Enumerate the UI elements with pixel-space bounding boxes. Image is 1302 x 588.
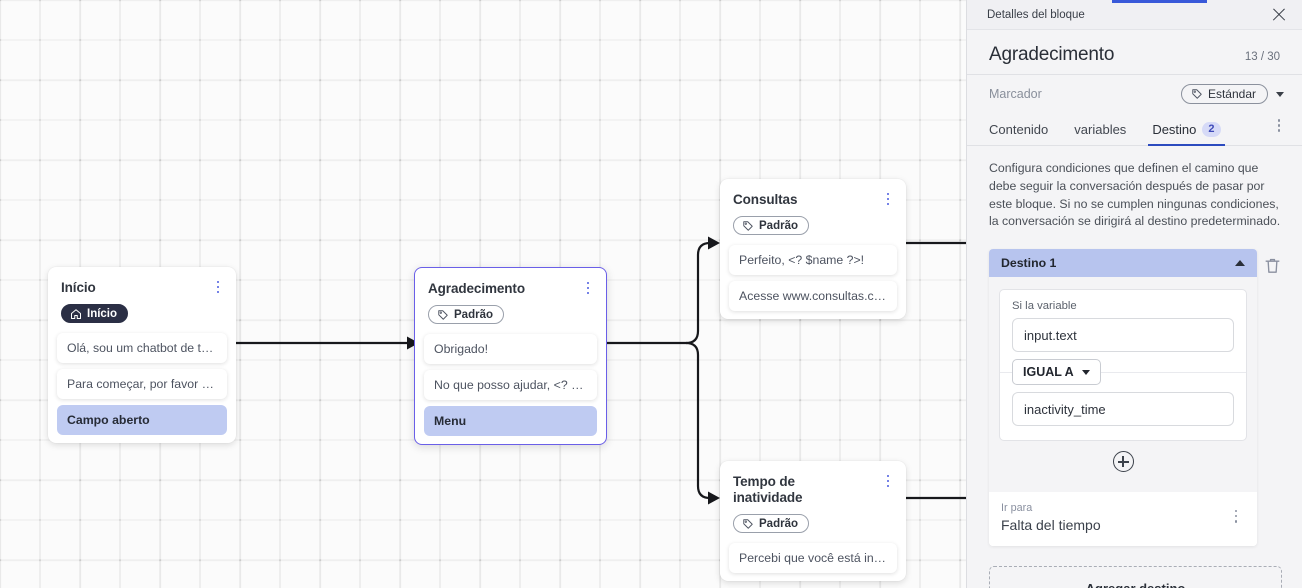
tag-icon xyxy=(438,309,448,320)
node-menu-button[interactable] xyxy=(879,472,897,490)
marker-chip[interactable]: Estándar xyxy=(1180,84,1268,104)
panel-tabs: Contenido variables Destino 2 xyxy=(967,114,1302,146)
panel-header: Detalles del bloque xyxy=(967,0,1302,30)
node-messages: Obrigado! No que posso ajudar, <? $name … xyxy=(415,326,606,436)
node-tag-label: Início xyxy=(87,307,118,320)
destination-body: Si la variable input.text IGUAL A inacti… xyxy=(989,277,1257,493)
node-tag[interactable]: Padrão xyxy=(428,305,504,324)
home-icon xyxy=(71,308,81,319)
destination-header[interactable]: Destino 1 xyxy=(989,249,1257,278)
operator-label: IGUAL A xyxy=(1023,365,1074,380)
goto-menu-button[interactable] xyxy=(1227,507,1245,525)
tab-label: variables xyxy=(1074,122,1127,137)
add-condition-row xyxy=(999,441,1247,484)
variable-input[interactable]: input.text xyxy=(1012,318,1234,353)
destination-description: Configura condiciones que definen el cam… xyxy=(989,161,1281,229)
node-messages: Perfeito, <? $name ?>! Acesse www.consul… xyxy=(720,237,906,311)
node-tag-label: Padrão xyxy=(759,219,798,232)
node-message[interactable]: Obrigado! xyxy=(424,333,597,364)
node-message[interactable]: Perfeito, <? $name ?>! xyxy=(729,244,897,275)
add-condition-button[interactable] xyxy=(1112,451,1134,473)
goto-label: Ir para xyxy=(1001,502,1033,515)
node-message[interactable]: Percebi que você está inativo. C... xyxy=(729,542,897,573)
node-message[interactable]: Para começar, por favor digite o ... xyxy=(57,368,227,399)
chevron-down-icon[interactable] xyxy=(1276,91,1284,97)
condition-label: Si la variable xyxy=(1012,300,1077,313)
operator-select[interactable]: IGUAL A xyxy=(1012,359,1101,386)
node-tag-label: Padrão xyxy=(454,308,493,321)
node-tag[interactable]: Padrão xyxy=(733,514,809,533)
flow-node-inicio[interactable]: Início Início Olá, sou um chatbot de tes… xyxy=(48,267,236,443)
node-tag-label: Padrão xyxy=(759,517,798,530)
node-menu-button[interactable] xyxy=(209,278,227,296)
destination-header-label: Destino 1 xyxy=(1001,256,1057,271)
marker-label: Marcador xyxy=(989,87,1042,101)
top-accent-bar xyxy=(1112,0,1207,3)
tab-badge: 2 xyxy=(1202,122,1221,137)
tag-icon xyxy=(1192,89,1202,99)
operator-row: IGUAL A xyxy=(1000,359,1246,386)
node-messages: Percebi que você está inativo. C... xyxy=(720,535,906,573)
node-message[interactable]: No que posso ajudar, <? $name ... xyxy=(424,369,597,400)
node-title: Tempo de inatividade xyxy=(733,474,803,505)
tab-label: Destino xyxy=(1152,122,1197,137)
goto-value: Falta del tiempo xyxy=(1001,517,1101,534)
tag-icon xyxy=(743,220,753,231)
tag-icon xyxy=(743,518,753,529)
node-message-highlighted[interactable]: Campo aberto xyxy=(57,404,227,435)
page-title: Agradecimento xyxy=(989,44,1115,65)
node-title: Início xyxy=(61,280,96,295)
marker-row: Marcador Estándar xyxy=(967,75,1302,114)
node-tag[interactable]: Início xyxy=(61,304,129,323)
marker-controls: Estándar xyxy=(1180,84,1284,104)
tab-variables[interactable]: variables xyxy=(1074,114,1126,145)
character-counter: 13 / 30 xyxy=(1244,51,1280,63)
panel-title-row: Agradecimento 13 / 30 xyxy=(967,30,1302,75)
destination-card: Destino 1 Si la variable input.text IGUA… xyxy=(989,249,1257,547)
panel-overflow-menu-button[interactable] xyxy=(1270,117,1288,135)
delete-icon[interactable] xyxy=(1263,256,1282,275)
node-message-highlighted[interactable]: Menu xyxy=(424,405,597,436)
block-details-panel: Detalles del bloque Agradecimento 13 / 3… xyxy=(966,0,1302,588)
node-message[interactable]: Olá, sou um chatbot de teste! xyxy=(57,332,227,363)
node-menu-button[interactable] xyxy=(579,279,597,297)
node-header: Agradecimento Padrão xyxy=(415,268,606,326)
tab-destino[interactable]: Destino 2 xyxy=(1148,114,1225,146)
node-title: Consultas xyxy=(733,192,798,207)
destination-wrapper: Destino 1 Si la variable input.text IGUA… xyxy=(989,249,1282,547)
node-menu-button[interactable] xyxy=(879,190,897,208)
node-message[interactable]: Acesse www.consultas.com par... xyxy=(729,280,897,311)
node-tag[interactable]: Padrão xyxy=(733,216,809,235)
node-header: Consultas Padrão xyxy=(720,179,906,237)
compare-value-input[interactable]: inactivity_time xyxy=(1012,392,1234,427)
node-header: Tempo de inatividade Padrão xyxy=(720,461,906,535)
goto-texts: Ir para Falta del tiempo xyxy=(1001,501,1101,535)
chevron-up-icon[interactable] xyxy=(1235,260,1245,267)
flow-node-inatividade[interactable]: Tempo de inatividade Padrão Percebi que … xyxy=(720,461,906,581)
add-destination-button[interactable]: Agregar destino xyxy=(989,566,1282,588)
flow-node-agradecimento[interactable]: Agradecimento Padrão Obrigado! No que po… xyxy=(414,267,607,445)
goto-row[interactable]: Ir para Falta del tiempo xyxy=(989,492,1257,547)
node-messages: Olá, sou um chatbot de teste! Para começ… xyxy=(48,325,236,435)
panel-body: Configura condiciones que definen el cam… xyxy=(967,146,1302,588)
panel-header-title: Detalles del bloque xyxy=(987,8,1085,21)
tab-label: Contenido xyxy=(989,122,1049,137)
flow-node-consultas[interactable]: Consultas Padrão Perfeito, <? $name ?>! … xyxy=(720,179,906,319)
tab-contenido[interactable]: Contenido xyxy=(989,114,1048,145)
condition-box: Si la variable input.text IGUAL A inacti… xyxy=(999,289,1247,442)
chevron-down-icon xyxy=(1081,369,1090,375)
close-icon[interactable] xyxy=(1270,6,1288,24)
marker-chip-label: Estándar xyxy=(1207,87,1256,101)
node-title: Agradecimento xyxy=(428,281,525,296)
node-header: Início Início xyxy=(48,267,236,325)
